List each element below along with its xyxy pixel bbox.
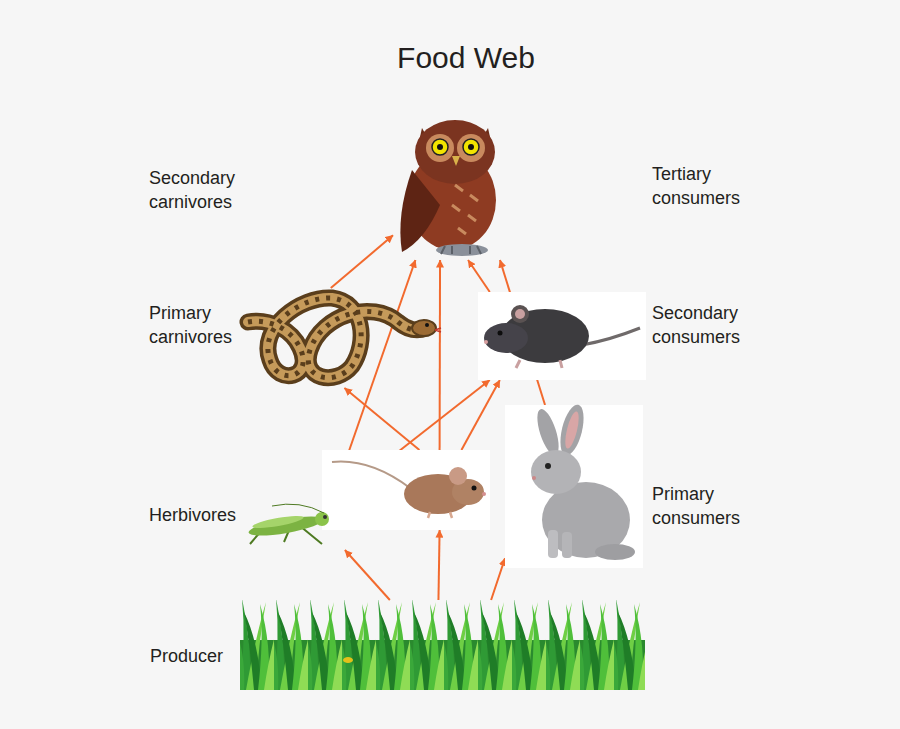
- level-label: Primary carnivores: [149, 301, 241, 349]
- diagram-title: Food Web: [316, 38, 616, 78]
- owl-node: Secondary carnivoresTertiary consumers: [393, 115, 505, 260]
- feeding-arrow: [438, 530, 439, 600]
- feeding-arrow: [345, 550, 390, 600]
- rabbit-node: Primary consumers: [505, 405, 643, 568]
- grasshopper-illustration: [247, 504, 329, 544]
- feeding-arrow: [468, 260, 490, 292]
- level-label: Producer: [150, 644, 238, 668]
- level-label: Tertiary consumers: [652, 162, 772, 210]
- feeding-arrow: [439, 260, 441, 450]
- snake-illustration: [248, 298, 441, 378]
- feeding-arrow: [331, 235, 393, 288]
- level-label: Primary consumers: [652, 482, 772, 530]
- level-label: Herbivores: [149, 503, 241, 527]
- grass-illustration: [240, 600, 645, 690]
- level-label: Secondary consumers: [652, 301, 772, 349]
- level-label: Secondary carnivores: [149, 166, 264, 214]
- rat-illustration: [478, 292, 646, 380]
- owl-illustration: [400, 120, 496, 256]
- feeding-arrow: [344, 388, 419, 450]
- rabbit-illustration: [505, 402, 643, 568]
- feeding-arrow: [461, 380, 499, 450]
- grasshopper-node: Herbivores: [242, 505, 347, 550]
- rat-node: Secondary consumers: [478, 292, 646, 380]
- mouse-illustration: [322, 450, 490, 530]
- snake-node: Primary carnivores: [245, 288, 440, 388]
- feeding-arrow: [491, 558, 505, 600]
- grass-node: Producer: [240, 600, 645, 690]
- mouse-node: [322, 450, 490, 530]
